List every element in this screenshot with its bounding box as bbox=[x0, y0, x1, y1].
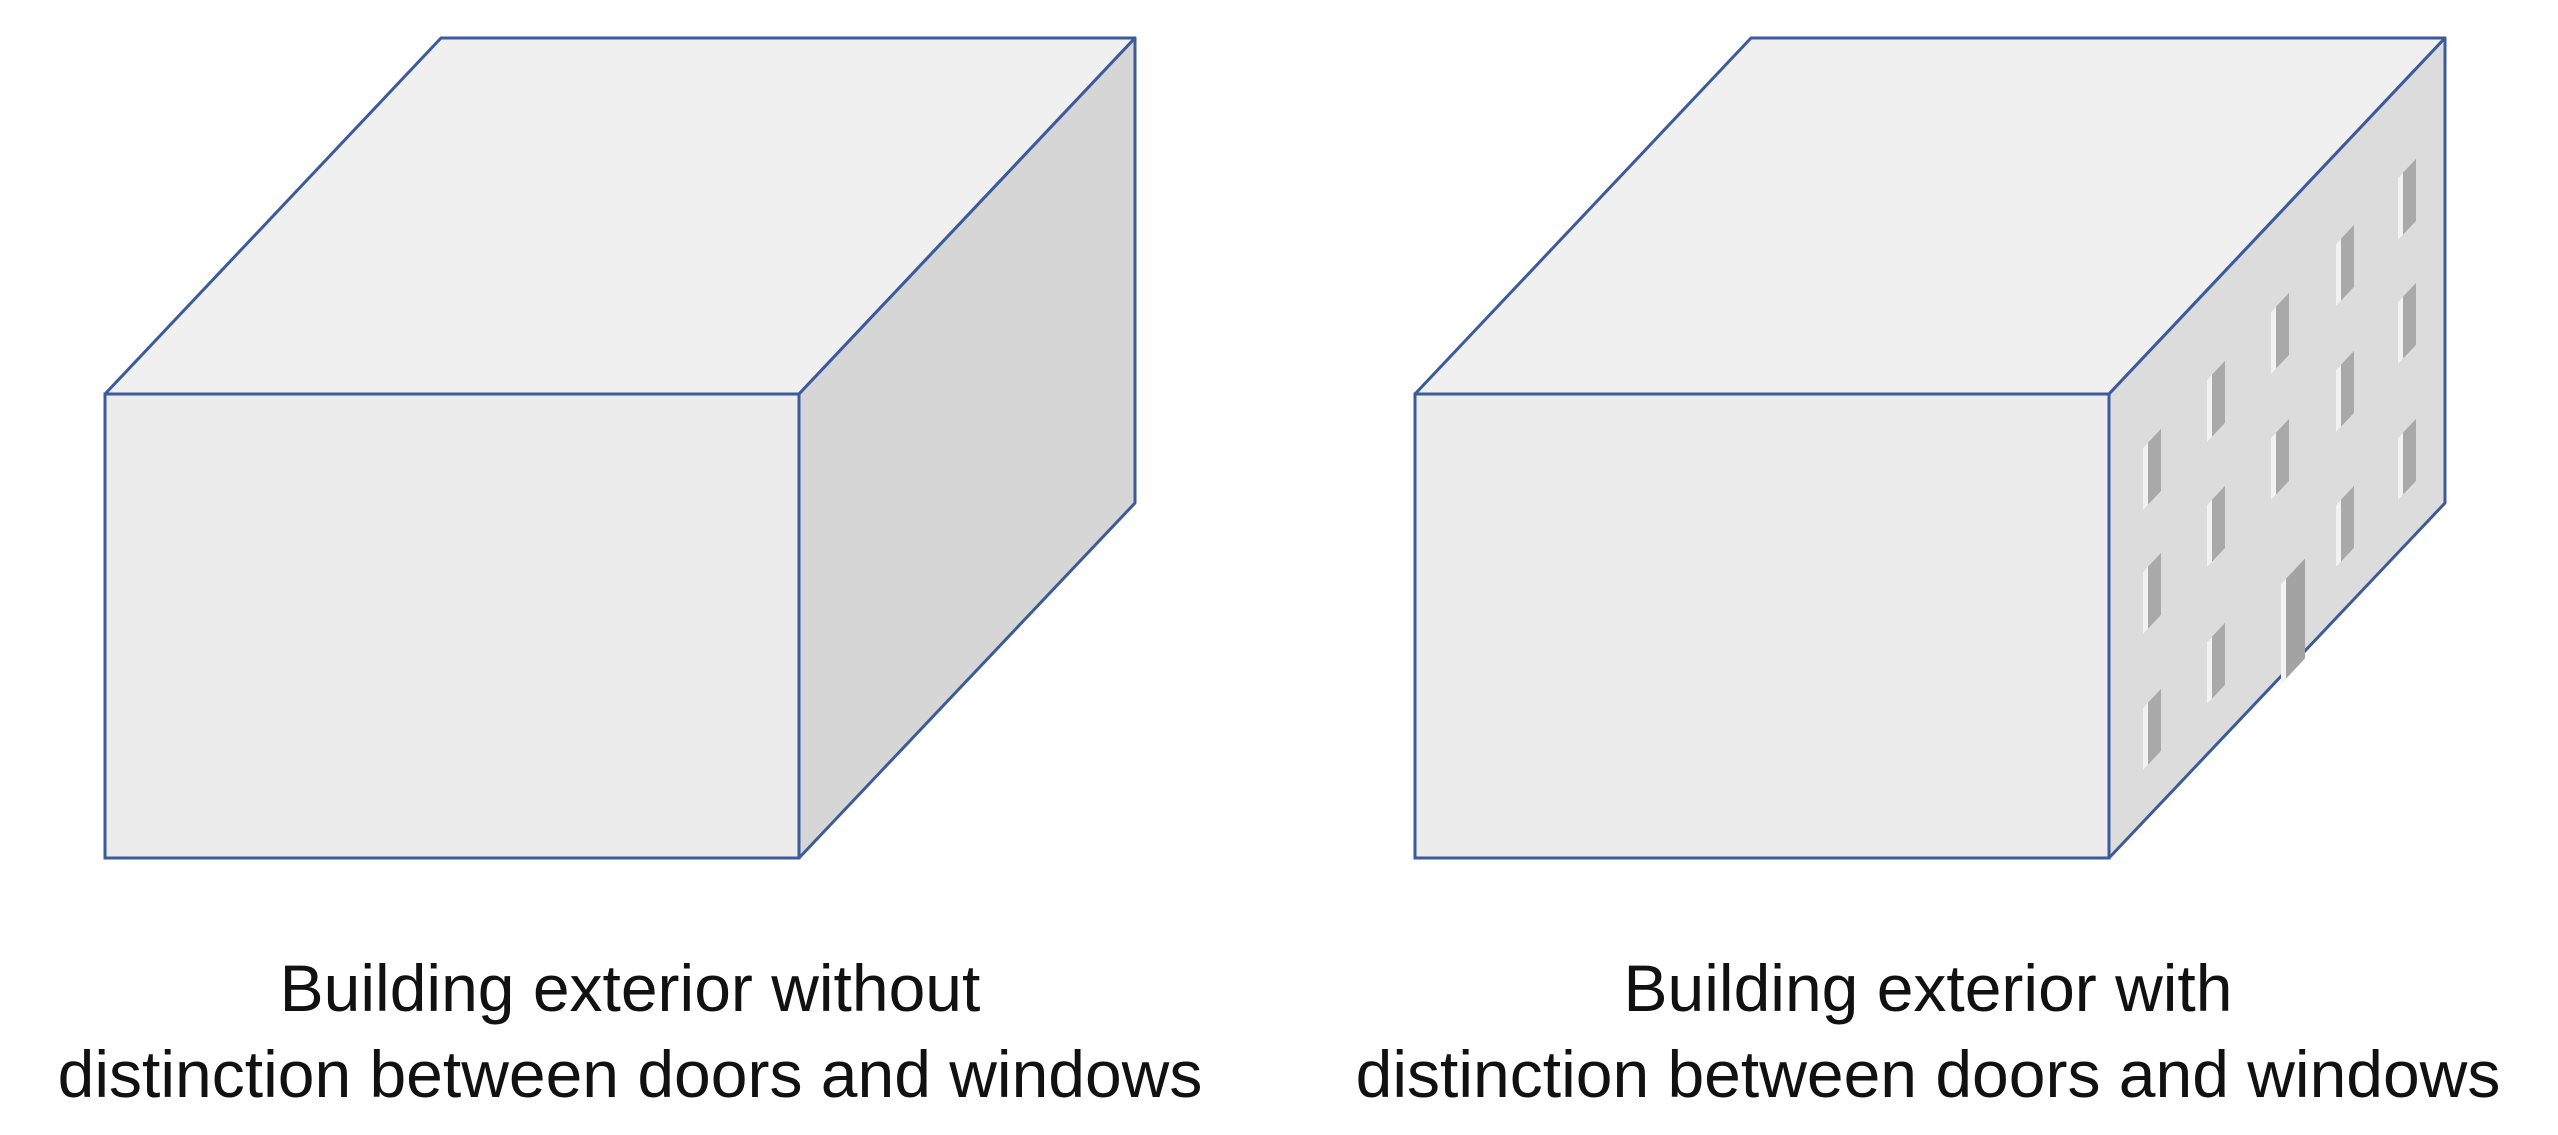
window-icon-highlight bbox=[2398, 172, 2403, 240]
window-icon-highlight bbox=[2143, 702, 2148, 770]
window-icon-highlight bbox=[2271, 432, 2276, 500]
window-icon-highlight bbox=[2143, 566, 2148, 634]
left-building-caption: Building exterior without distinction be… bbox=[0, 945, 1260, 1117]
door-icon-highlight bbox=[2281, 578, 2286, 684]
right-caption-line-2: distinction between doors and windows bbox=[1355, 1037, 2501, 1111]
right-building-caption: Building exterior with distinction betwe… bbox=[1298, 945, 2558, 1117]
window-icon-highlight bbox=[2398, 432, 2403, 500]
left-caption-line-2: distinction between doors and windows bbox=[57, 1037, 1203, 1111]
window-icon-highlight bbox=[2398, 296, 2403, 364]
building-with-openings bbox=[1413, 36, 2447, 860]
window-icon-highlight bbox=[2336, 238, 2341, 306]
left-caption-line-1: Building exterior without bbox=[279, 951, 981, 1025]
right-caption-line-1: Building exterior with bbox=[1623, 951, 2233, 1025]
left-building-front-face bbox=[103, 392, 801, 860]
window-icon-highlight bbox=[2143, 442, 2148, 510]
window-icon-highlight bbox=[2336, 364, 2341, 432]
side-face-openings bbox=[2143, 158, 2416, 770]
window-icon-highlight bbox=[2207, 636, 2212, 704]
window-icon-highlight bbox=[2207, 374, 2212, 442]
window-icon-highlight bbox=[2207, 499, 2212, 567]
door-icon bbox=[2281, 558, 2305, 684]
building-without-openings bbox=[103, 36, 1137, 860]
window-icon-highlight bbox=[2271, 306, 2276, 374]
window-icon-highlight bbox=[2336, 499, 2341, 567]
right-building-front-face bbox=[1413, 392, 2111, 860]
